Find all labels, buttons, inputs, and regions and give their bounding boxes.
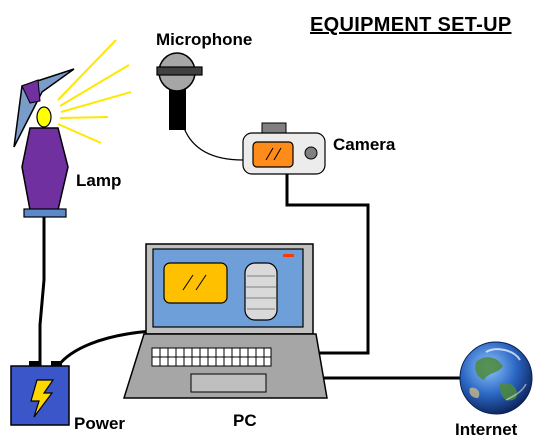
power-supply-icon — [10, 361, 70, 426]
lamp-icon — [13, 39, 132, 218]
cable-power-pc — [56, 329, 153, 367]
camera-icon — [242, 122, 326, 175]
camera-label: Camera — [333, 135, 396, 154]
lamp-base — [23, 208, 67, 218]
laptop-trackpad — [190, 373, 267, 393]
power-label: Power — [74, 414, 126, 433]
internet-label: Internet — [455, 420, 518, 439]
keyboard-keys — [152, 348, 271, 366]
mic-handle — [169, 82, 186, 130]
cable-camera-pc — [285, 174, 370, 355]
globe-icon — [459, 341, 533, 415]
lightning-bolt-icon — [30, 379, 55, 418]
lamp-label: Lamp — [76, 171, 122, 190]
camera-top — [261, 122, 287, 135]
camera-button — [304, 146, 318, 160]
light-rays — [57, 39, 132, 144]
laptop-icon — [122, 243, 328, 399]
diagram-title: EQUIPMENT SET-UP — [310, 14, 512, 36]
screen-window — [163, 262, 228, 304]
screen-led — [283, 254, 294, 257]
mic-band — [156, 66, 203, 76]
microphone-icon — [156, 52, 203, 130]
lamp-bulb — [36, 106, 52, 128]
camera-lens — [252, 141, 294, 168]
microphone-label: Microphone — [156, 30, 253, 49]
cable-mic-camera — [183, 127, 244, 161]
cable-lamp-power — [38, 214, 46, 366]
cables — [38, 174, 462, 380]
lamp-body — [21, 127, 69, 211]
pc-label: PC — [233, 411, 257, 430]
screen-panel — [244, 262, 278, 321]
